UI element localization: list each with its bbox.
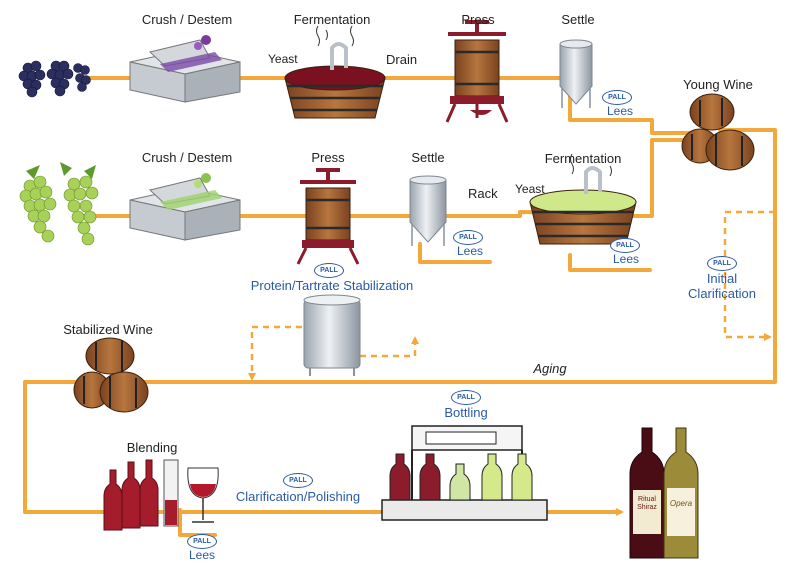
- pall-logo-icon: PALL: [187, 534, 217, 549]
- white-settling-tank-icon: [409, 175, 447, 246]
- pall-logo-icon: PALL: [707, 256, 737, 271]
- red-settle-label: Settle: [561, 12, 595, 27]
- red-yeast-label: Yeast: [268, 52, 298, 66]
- white-crush-destem-label: Crush / Destem: [141, 150, 233, 165]
- white-yeast-label: Yeast: [515, 182, 545, 196]
- pall-logo-icon: PALL: [610, 238, 640, 253]
- white-wine-press-icon: [296, 168, 360, 265]
- pall-logo-icon: PALL: [314, 263, 344, 278]
- stabilized-wine-label: Stabilized Wine: [63, 322, 153, 337]
- stabilized-wine-barrel-stack-icon: [73, 337, 149, 413]
- stabilization-tank-icon: [303, 294, 361, 376]
- pall-logo-icon: PALL: [453, 230, 483, 245]
- pall-logo-icon: PALL: [602, 90, 632, 105]
- bottling-machine-icon: [381, 425, 548, 521]
- red-wine-press-icon: [445, 20, 509, 123]
- white-settle-lees-label: Lees: [456, 244, 484, 258]
- red-press-label: Press: [461, 12, 495, 27]
- white-settle-label: Settle: [411, 150, 445, 165]
- blending-bottles-icon: [103, 459, 179, 531]
- pall-logo-icon: PALL: [283, 473, 313, 488]
- blending-lees-label: Lees: [188, 548, 216, 562]
- red-fermentation-label: Fermentation: [293, 12, 371, 27]
- white-fermentation-vat-icon: [529, 153, 637, 245]
- white-press-label: Press: [311, 150, 345, 165]
- red-settling-tank-icon: [559, 39, 593, 108]
- bottle-label-left: Ritual Shiraz: [637, 496, 657, 511]
- green-grapes-icon: [19, 162, 99, 246]
- white-crusher-icon: [129, 173, 241, 241]
- young-wine-label: Young Wine: [683, 77, 753, 92]
- initial-clarification-line2: Clarification: [688, 286, 756, 301]
- red-fermentation-vat-icon: [284, 25, 386, 119]
- white-fermentation-label: Fermentation: [544, 151, 622, 166]
- red-grapes-icon: [18, 60, 91, 98]
- wine-bottles-icon: [629, 427, 699, 559]
- white-fermentation-lees-label: Lees: [612, 252, 640, 266]
- blending-label: Blending: [126, 440, 178, 455]
- dashed-loops: [248, 210, 775, 381]
- rack-label: Rack: [468, 186, 498, 201]
- clarification-polishing-label: Clarification/Polishing: [235, 489, 361, 504]
- young-wine-barrel-stack-icon: [681, 93, 755, 171]
- aging-label: Aging: [533, 361, 567, 376]
- initial-clarification-line1: Initial: [706, 271, 738, 286]
- red-settle-lees-label: Lees: [606, 104, 634, 118]
- wine-glass-icon: [187, 467, 219, 523]
- pall-logo-icon: PALL: [451, 390, 481, 405]
- red-crusher-icon: [129, 35, 241, 103]
- protein-tartrate-stabilization-label: Protein/Tartrate Stabilization: [250, 278, 414, 293]
- drain-label: Drain: [386, 52, 418, 67]
- red-crush-destem-label: Crush / Destem: [141, 12, 233, 27]
- bottling-label: Bottling: [444, 405, 488, 420]
- bottle-label-right: Opera: [669, 499, 693, 508]
